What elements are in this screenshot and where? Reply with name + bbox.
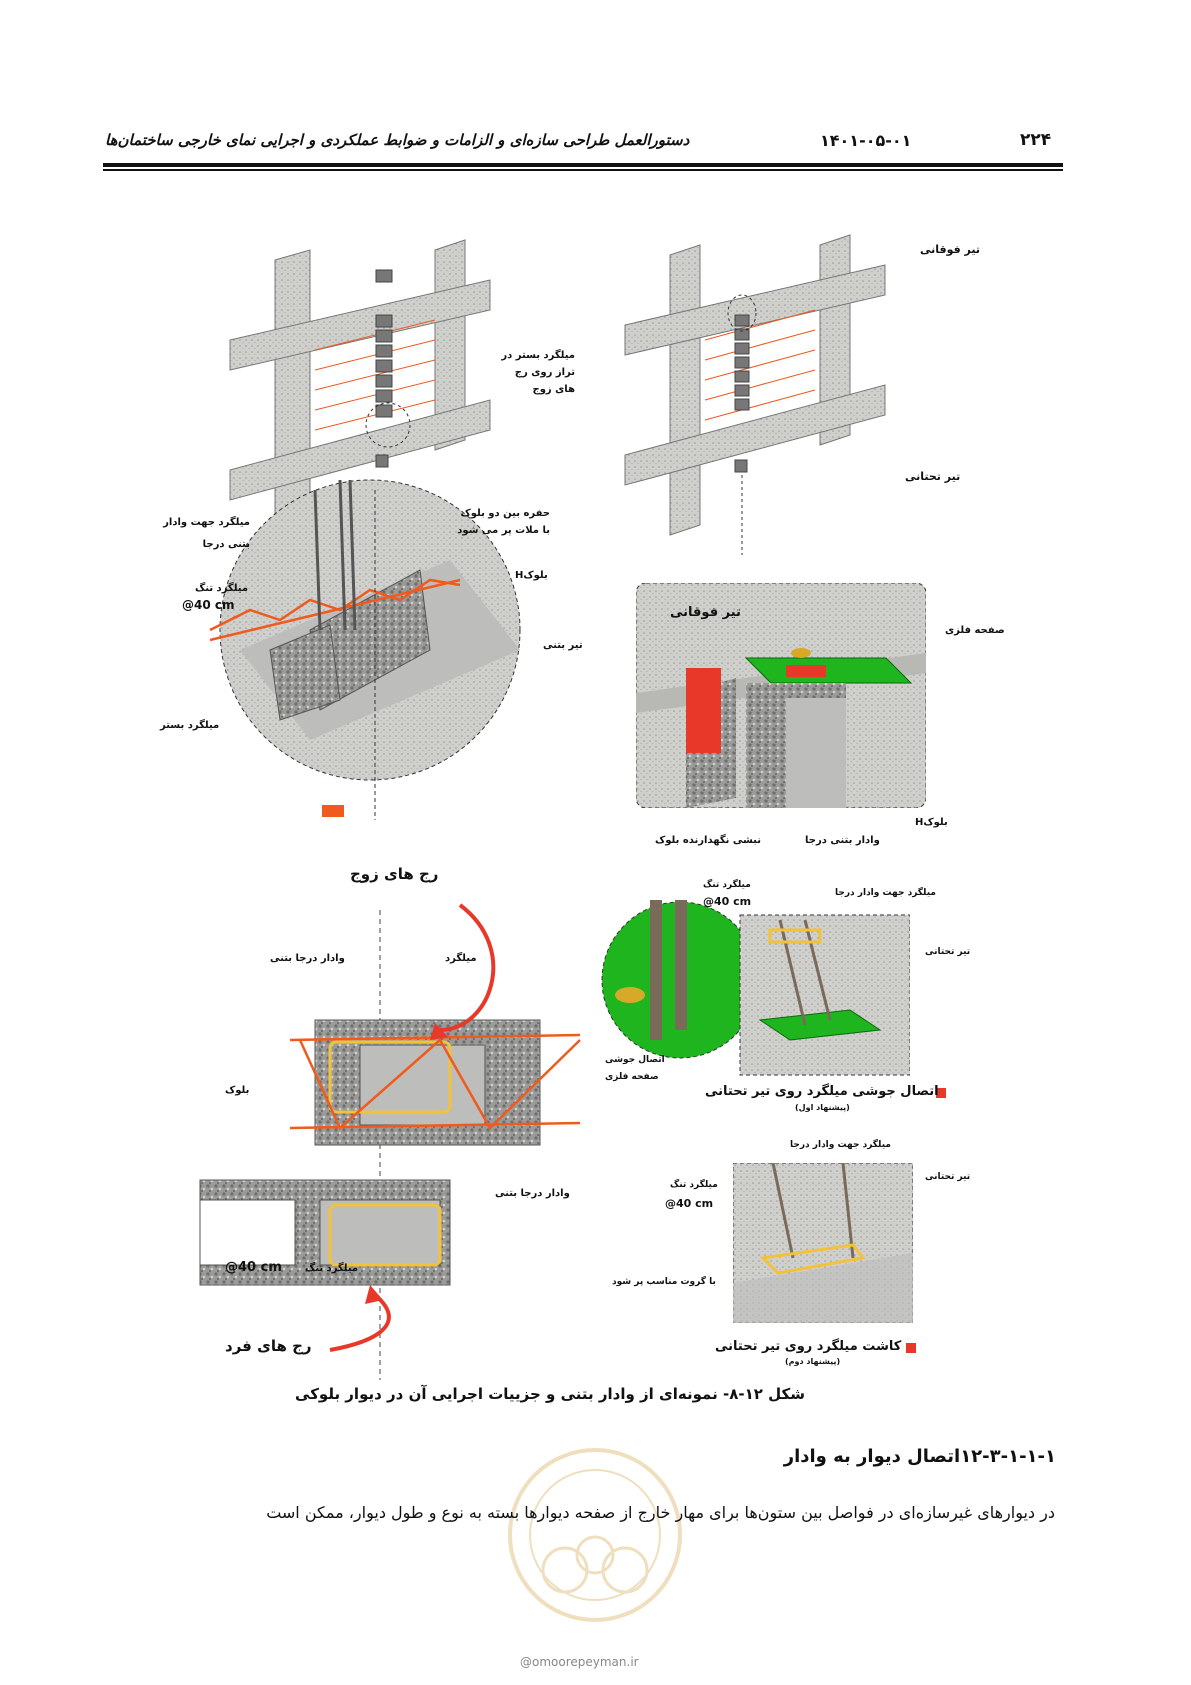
label-upper-beam: تیر فوقانی [920, 243, 980, 256]
label-tie-spacing: @40 cm [182, 598, 235, 612]
label-weld-joint: اتصال جوشی [605, 1055, 665, 1065]
body-paragraph: در دیوارهای غیرسازه‌ای در فواصل بین ستون… [266, 1503, 1055, 1522]
figure-top-left-wall-frame [209, 239, 521, 820]
label-lower-beam-embed: تیر تحتانی [925, 1172, 971, 1182]
label-holding-angle: نبشی نگهدارنده بلوک [655, 835, 762, 846]
section-heading: ۱۲-۳-۱-۱-۱اتصال دیوار به وادار [783, 1446, 1056, 1467]
label-grout-fill: با گروت مناسب پر شود [612, 1277, 716, 1287]
header-rule-thin [103, 169, 1063, 171]
label-block: بلوک [225, 1085, 250, 1096]
label-steel-plate-weld: صفحه فلزی [605, 1072, 659, 1082]
label-bed-rebar: میلگرد بستر [160, 720, 220, 731]
bullet-square-icon [936, 1088, 946, 1098]
label-tie-spacing-plan: @40 cm [225, 1260, 282, 1275]
label-h-block-detail: بلوکH [915, 817, 948, 828]
label-upper-beam-detail: تیر فوقانی [670, 605, 741, 620]
label-lower-beam: تیر تحتانی [905, 470, 961, 483]
label-odd-courses: رج های فرد [225, 1337, 312, 1355]
label-vertical-concrete: وادار درجا بتنی [270, 953, 345, 964]
label-tie-rebar-plan: میلگرد تنگ [305, 1263, 359, 1274]
label-tie-rebar-embed: میلگرد تنگ [670, 1180, 718, 1190]
footer-url: @omoorepeyman.ir [520, 1655, 639, 1669]
figure-caption: شکل ۱۲-۸- نمونه‌ای از وادار بتنی و جزییا… [295, 1385, 805, 1403]
detail-welded-rebar [601, 900, 910, 1076]
label-tie-spacing-embed: @40 cm [665, 1197, 714, 1210]
figure-bottom-left-plan-detail [199, 903, 581, 1380]
label-even-courses: رج های زوج [350, 865, 439, 883]
label-cast-vertical: وادار بتنی درجا [805, 835, 880, 846]
header-date: ۱۴۰۱-۰۵-۰۱ [820, 131, 912, 150]
label-steel-plate: صفحه فلزی [945, 625, 1005, 636]
figure-top-right-wall-frame [624, 234, 886, 555]
bullet-square-icon-2 [906, 1343, 916, 1353]
label-vertical-rebar: میلگرد جهت وادار بتنی درجا [163, 517, 250, 550]
label-lower-beam-weld: تیر تحتانی [925, 947, 971, 957]
label-bed-rebar-even: میلگرد بستر در تراز روی رج های زوج [501, 350, 575, 395]
label-vertical-rebar-embed: میلگرد جهت وادار درجا [790, 1140, 891, 1150]
label-vertical-rebar-weld: میلگرد جهت وادار درجا [835, 888, 936, 898]
detail-embedded-rebar [733, 1163, 913, 1323]
label-rebar: میلگرد [445, 953, 477, 964]
detail-steel-plate-connection [636, 583, 926, 808]
page-number: ۲۲۴ [1020, 130, 1052, 150]
label-h-block: بلوکH [515, 570, 548, 581]
label-tie-spacing-weld: @40 cm [703, 895, 752, 908]
option1-subtitle: (پیشنهاد اول) [795, 1103, 850, 1112]
label-tie-rebar-weld: میلگرد تنگ [703, 880, 751, 890]
watermark-seal-icon [508, 1448, 682, 1622]
option2-subtitle: (پیشنهاد دوم) [785, 1357, 841, 1366]
label-hole-mortar: حفره بین دو بلوک با ملات پر می شود [457, 508, 550, 536]
label-vertical-concrete-2: وادار درجا بتنی [495, 1188, 570, 1199]
option1-title: اتصال جوشی میلگرد روی تیر تحتانی [705, 1084, 939, 1099]
label-tie-rebar: میلگرد تنگ [195, 583, 249, 594]
header-title: دستورالعمل طراحی سازه‌ای و الزامات و ضوا… [105, 131, 690, 149]
option2-title: کاشت میلگرد روی تیر تحتانی [715, 1339, 902, 1354]
header-rule-thick [103, 163, 1063, 167]
label-concrete-beam: تیر بتنی [543, 640, 583, 651]
